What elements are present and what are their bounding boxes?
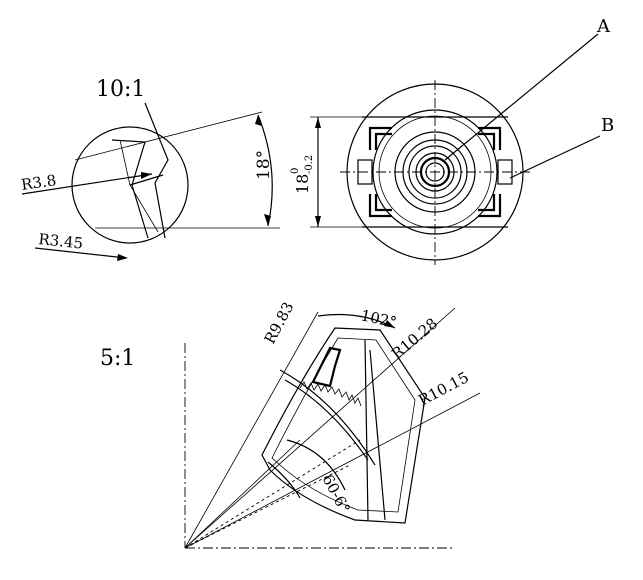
arrow-head: [315, 117, 321, 128]
slot-lower-left: [368, 194, 392, 218]
part-lug: [311, 346, 342, 388]
callout-b: B: [601, 115, 614, 136]
serration-teeth: [299, 381, 362, 407]
serration-arc-inner: [284, 379, 369, 461]
leader-r345: [34, 247, 127, 259]
angle-label-60: 60-6°: [318, 471, 353, 516]
angle-label-18: 18°: [254, 150, 274, 180]
arrow-head: [315, 216, 321, 227]
ray-r1028: [184, 307, 456, 549]
leader-a: [444, 33, 599, 161]
scale-label-10x: 10:1: [96, 77, 145, 102]
radius-label-r345: R3.45: [38, 230, 84, 253]
ray-inner: [184, 439, 301, 549]
angle-dimension-arc: [257, 114, 273, 227]
leader-b: [509, 135, 601, 179]
angle-arc-60: [286, 439, 346, 491]
dimension-18-label: 18 0 -0.2: [290, 155, 315, 194]
profile-line-inner: [111, 139, 149, 239]
radius-label-r1015: R10.15: [415, 368, 471, 409]
part-edge-2: [364, 339, 369, 521]
front-view: 18 0 -0.2 A B: [290, 16, 614, 265]
ray-dotted-2: [184, 464, 351, 549]
slot-upper-right: [478, 126, 502, 150]
arrow-head: [141, 172, 152, 179]
tip-curve: [267, 461, 301, 499]
profile-line-fillet: [119, 139, 159, 233]
part-edge-1: [369, 349, 386, 521]
arrow-head: [255, 115, 262, 126]
arrow-head: [117, 254, 128, 261]
ray-dotted-1: [184, 439, 361, 549]
detail-view-5x: 5:1 102° R9.83 R10.28 R10.15 60-6°: [100, 299, 481, 549]
angle-ref-upper: [74, 111, 263, 161]
part-inner-outline: [271, 337, 416, 513]
scale-label-5x: 5:1: [100, 346, 135, 371]
ray-r983: [184, 311, 319, 549]
callout-a: A: [596, 16, 611, 37]
dim-base: 18: [293, 174, 312, 194]
dim-upper-tol: 0: [290, 168, 301, 174]
serration-arc-outer: [279, 369, 376, 466]
arrow-head: [384, 320, 395, 328]
arrow-head: [264, 214, 271, 226]
slot-lower-right: [478, 194, 502, 218]
detail-view-10x: 10:1 18° R3.8 R3.45: [20, 77, 280, 261]
profile-tip: [129, 174, 164, 186]
radius-label-r983: R9.83: [261, 299, 298, 347]
detail-circle: [71, 126, 189, 244]
leader-r38: [21, 173, 153, 195]
dim-lower-tol: -0.2: [304, 155, 315, 174]
slot-upper-left: [368, 126, 392, 150]
radius-label-r38: R3.8: [20, 171, 57, 194]
angle-label-102: 102°: [359, 306, 398, 331]
part-outline: [261, 327, 426, 524]
profile-line-outer: [144, 102, 169, 239]
